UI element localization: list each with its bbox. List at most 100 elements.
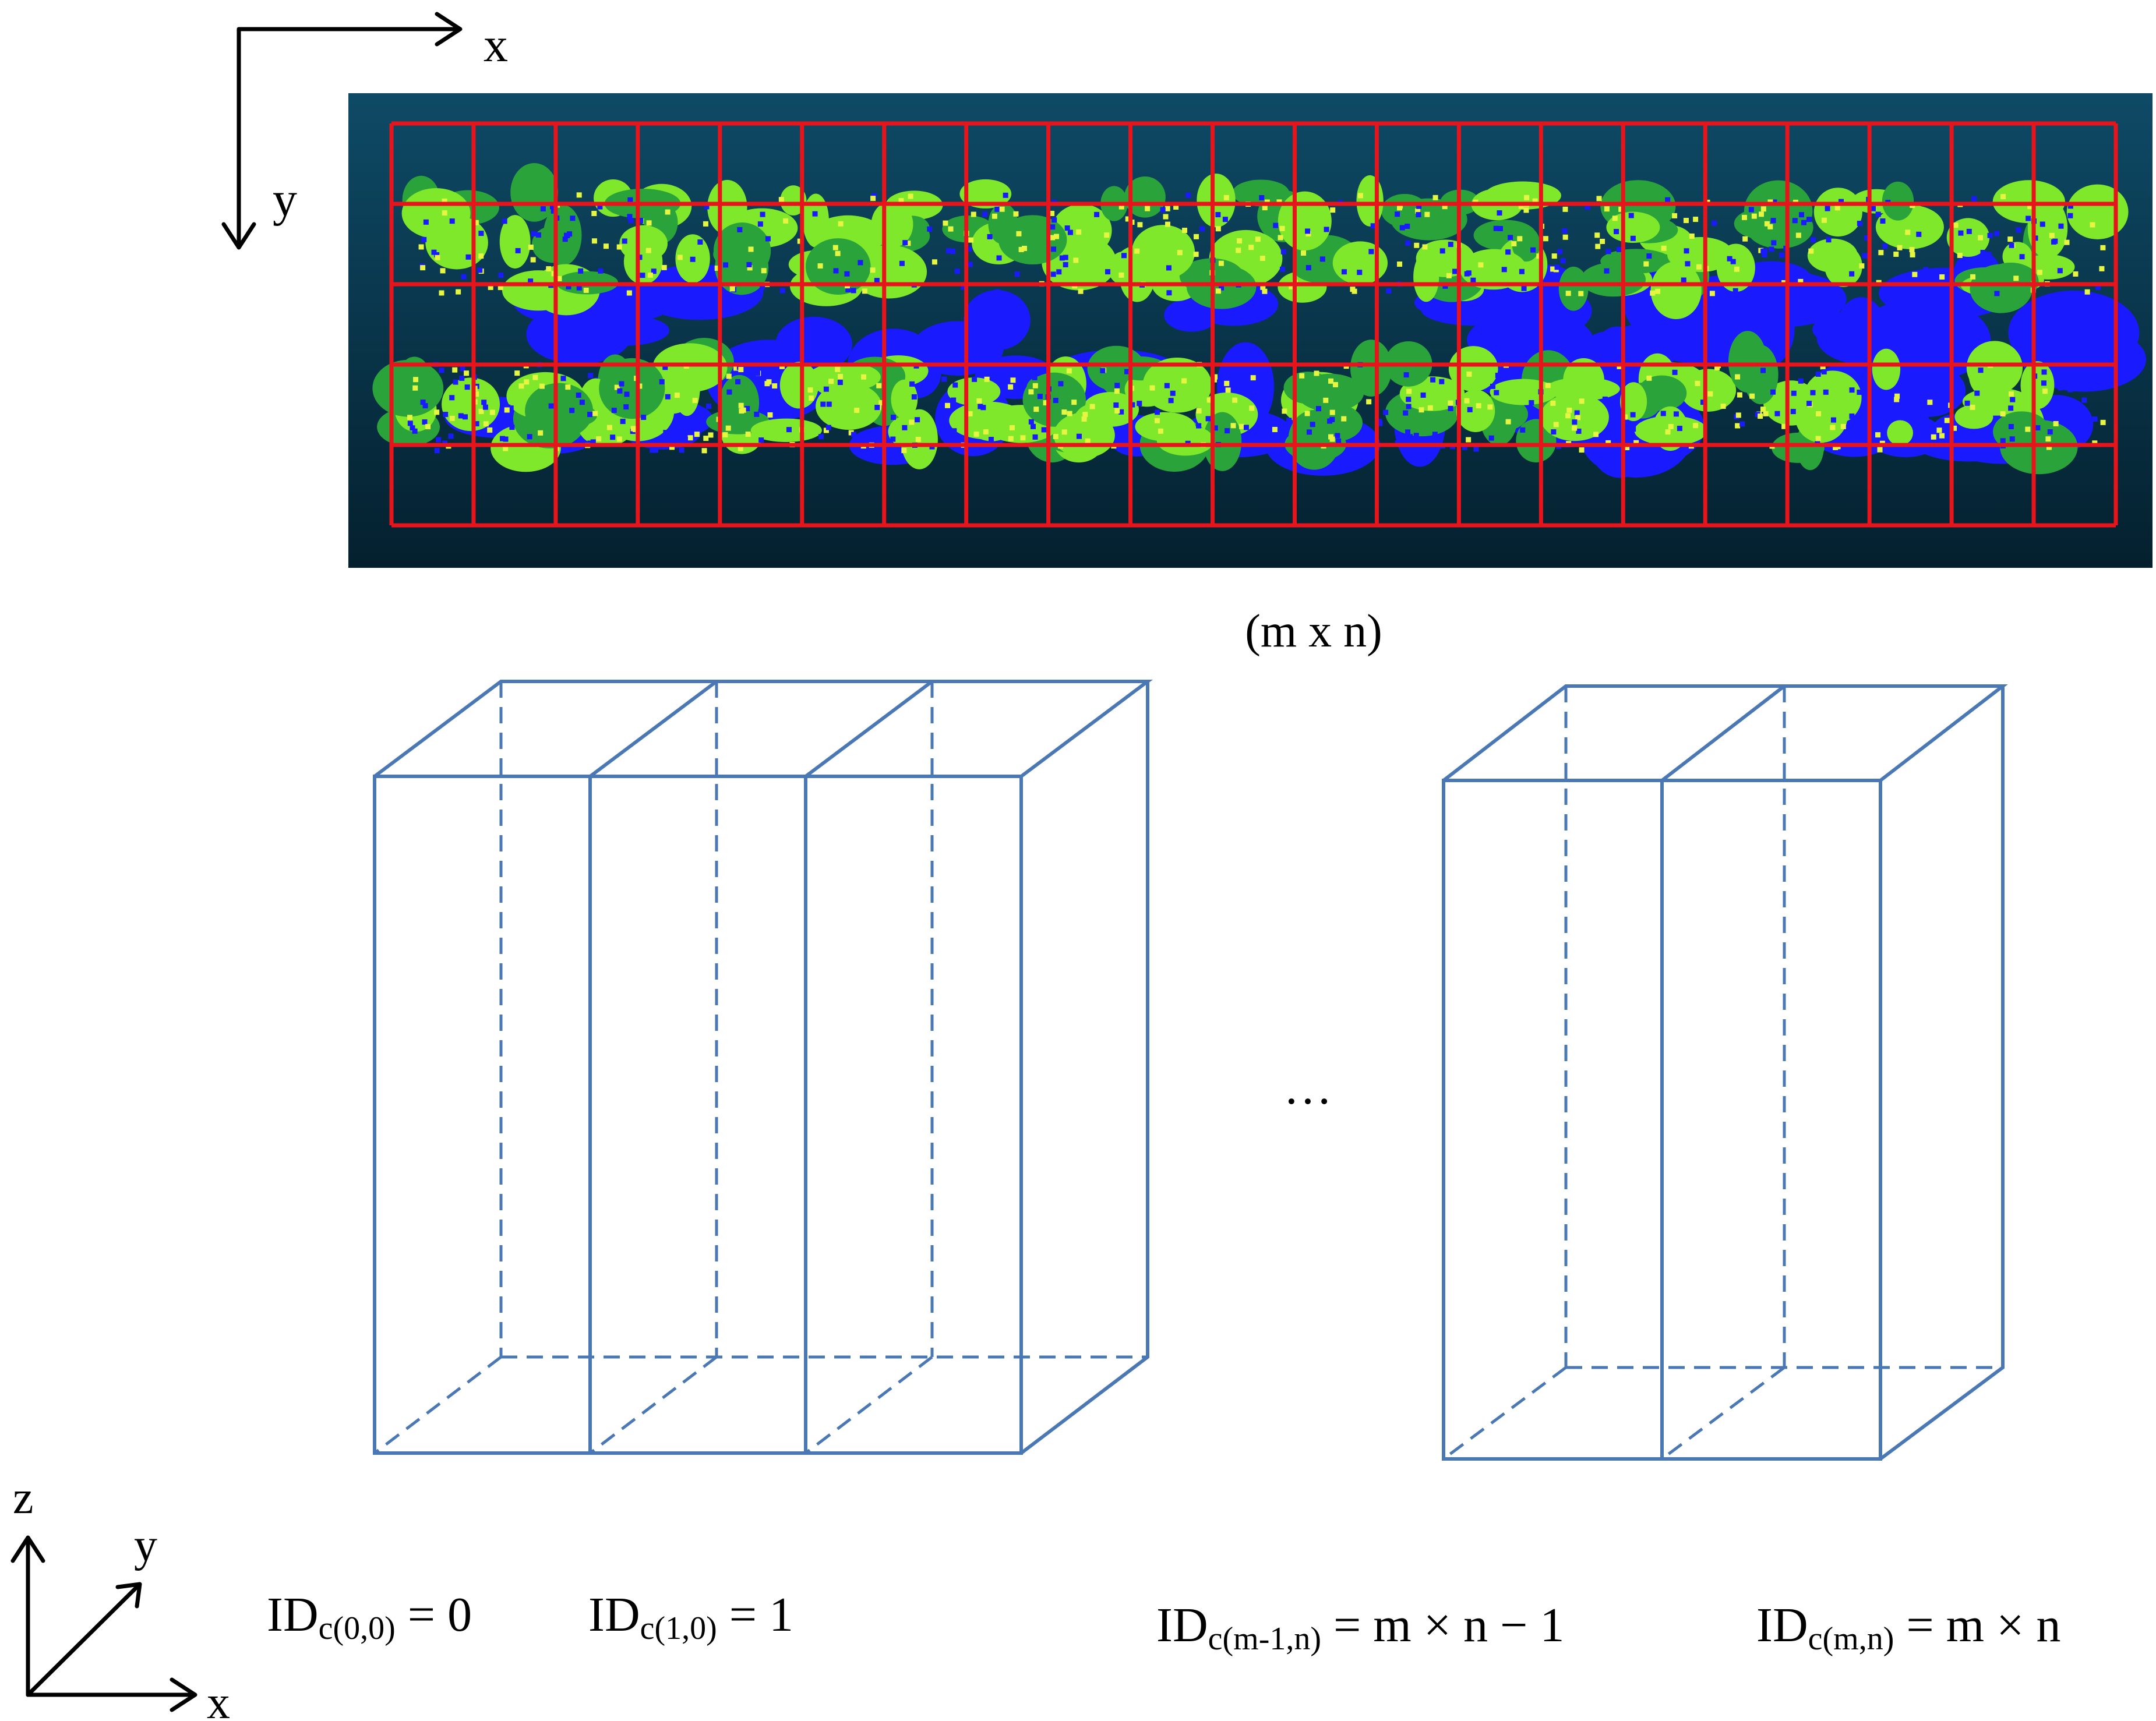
- cloud-speck: [1655, 288, 1661, 294]
- cloud-speck: [2084, 412, 2090, 418]
- cloud-speck: [1986, 252, 1992, 257]
- cloud-speck: [1511, 241, 1517, 247]
- cloud-speck: [1551, 429, 1557, 435]
- cloud-speck: [1970, 274, 1976, 280]
- cloud-speck: [1495, 373, 1501, 379]
- cloud-speck: [459, 375, 465, 381]
- cloud-speck: [645, 248, 651, 253]
- cloud-speck: [858, 260, 863, 266]
- cloud-speck: [410, 425, 415, 431]
- cloud-speck: [1118, 409, 1124, 415]
- cloud-speck: [1806, 217, 1812, 222]
- cloud-speck: [1076, 433, 1082, 439]
- canopy-row-upper: [510, 162, 558, 222]
- cloud-speck: [2041, 380, 2046, 386]
- cloud-speck: [1248, 245, 1254, 250]
- cloud-speck: [1063, 261, 1068, 267]
- cloud-speck: [1565, 413, 1571, 419]
- cloud-speck: [1058, 381, 1064, 387]
- cloud-speck: [1016, 231, 1022, 236]
- canopy-row-upper: [805, 238, 871, 295]
- cloud-speck: [2052, 238, 2058, 244]
- cloud-speck: [478, 253, 484, 259]
- cloud-speck: [1810, 237, 1816, 243]
- left-group-top-faces: [373, 680, 1153, 778]
- cloud-speck: [1061, 409, 1067, 415]
- cloud-speck: [1403, 372, 1409, 378]
- cloud-speck: [1061, 429, 1067, 435]
- cloud-speck: [1114, 383, 1120, 388]
- cloud-speck: [498, 272, 504, 278]
- cloud-speck: [440, 268, 446, 274]
- canopy-row-upper: [871, 201, 913, 248]
- cloud-speck: [478, 231, 484, 236]
- cloud-speck: [1416, 203, 1422, 209]
- cloud-speck: [1894, 397, 1900, 402]
- cloud-speck: [1643, 261, 1649, 267]
- cloud-speck: [1358, 193, 1364, 199]
- cloud-speck: [1196, 423, 1202, 429]
- top-axes: x y: [221, 12, 508, 250]
- cloud-speck: [1466, 437, 1472, 443]
- cloud-speck: [1517, 236, 1523, 242]
- cloud-speck: [579, 400, 585, 405]
- cloud-speck: [1735, 412, 1741, 418]
- cloud-speck: [1301, 250, 1307, 256]
- cloud-speck: [528, 278, 534, 284]
- cloud-speck: [628, 218, 634, 224]
- cloud-speck: [2042, 388, 2048, 394]
- cloud-speck: [640, 273, 645, 278]
- canopy-row-lower: [891, 379, 918, 419]
- cloud-speck: [1305, 228, 1311, 234]
- cloud-speck: [726, 373, 732, 379]
- cloud-speck: [677, 255, 683, 260]
- cloud-speck: [812, 211, 818, 217]
- cloud-speck: [871, 193, 877, 199]
- cloud-speck: [2027, 204, 2033, 210]
- cloud-speck: [1994, 291, 2000, 296]
- cloud-speck: [1476, 403, 1481, 409]
- cloud-speck: [1864, 235, 1869, 241]
- cloud-speck: [606, 425, 612, 430]
- canopy-row-upper: [1332, 241, 1388, 285]
- bottom-x-axis-arrow: [26, 1677, 197, 1712]
- cloud-speck: [487, 427, 493, 433]
- canopy-row-lower: [1887, 420, 1913, 446]
- cloud-speck: [2000, 411, 2006, 417]
- cloud-speck: [1906, 375, 1911, 381]
- cloud-speck: [1053, 434, 1058, 440]
- cloud-speck: [818, 434, 824, 440]
- cloud-speck: [1953, 222, 1959, 228]
- id-cell-1-0: IDc(1,0) = 1: [588, 1588, 793, 1646]
- cloud-speck: [1366, 399, 1372, 405]
- cloud-speck: [1862, 253, 1868, 259]
- cloud-speck: [1234, 368, 1240, 374]
- cloud-speck: [2073, 271, 2079, 277]
- cloud-speck: [761, 268, 767, 274]
- cloud-speck: [1422, 244, 1428, 250]
- cloud-speck: [1081, 416, 1087, 422]
- cloud-speck: [1779, 273, 1784, 278]
- cloud-speck: [1032, 374, 1038, 380]
- cloud-speck: [2069, 421, 2074, 427]
- cloud-speck: [1223, 195, 1229, 200]
- cloud-speck: [1282, 408, 1287, 414]
- cloud-speck: [1020, 435, 1026, 441]
- cloud-speck: [1100, 367, 1106, 373]
- cloud-speck: [1882, 243, 1888, 249]
- cloud-speck: [807, 387, 813, 393]
- cloud-speck: [988, 437, 994, 443]
- cloud-speck: [616, 436, 622, 442]
- cloud-speck: [1196, 408, 1202, 414]
- cloud-speck: [1013, 211, 1019, 217]
- canopy-row-lower: [525, 383, 594, 439]
- cloud-speck: [823, 427, 829, 433]
- cloud-speck: [514, 370, 520, 376]
- cloud-speck: [2035, 425, 2041, 431]
- cloud-speck: [1424, 211, 1430, 217]
- cloud-speck: [1225, 387, 1231, 393]
- cloud-speck: [1870, 206, 1876, 211]
- cloud-speck: [765, 236, 771, 242]
- cloud-speck: [1770, 389, 1776, 395]
